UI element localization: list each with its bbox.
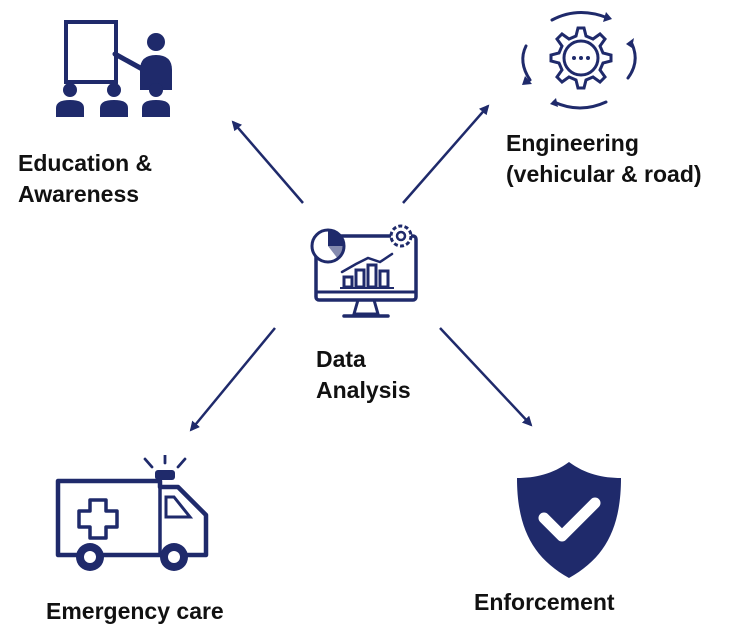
presentation-classroom-icon	[56, 20, 172, 117]
gear-cycle-icon	[521, 11, 637, 110]
label-line: (vehicular & road)	[506, 161, 702, 187]
label-line: Engineering	[506, 130, 639, 156]
label-education: Education & Awareness	[18, 148, 152, 210]
label-line: Education &	[18, 150, 153, 176]
label-line: Emergency care	[46, 598, 224, 624]
arrow-to-emergency	[189, 327, 276, 432]
label-line: Analysis	[316, 377, 411, 403]
label-line: Enforcement	[474, 589, 615, 615]
arrow-to-engineering	[402, 104, 490, 204]
label-data-analysis: Data Analysis	[316, 344, 411, 406]
label-line: Awareness	[18, 181, 140, 207]
label-line: Data	[316, 346, 366, 372]
label-emergency-care: Emergency care	[46, 596, 224, 627]
monitor-analytics-icon	[310, 224, 418, 318]
arrow-to-education	[231, 120, 304, 204]
shield-check-icon	[517, 462, 621, 578]
ambulance-icon	[55, 455, 209, 571]
arrow-to-enforcement	[439, 327, 533, 427]
label-enforcement: Enforcement	[474, 587, 615, 618]
label-engineering: Engineering (vehicular & road)	[506, 128, 702, 190]
